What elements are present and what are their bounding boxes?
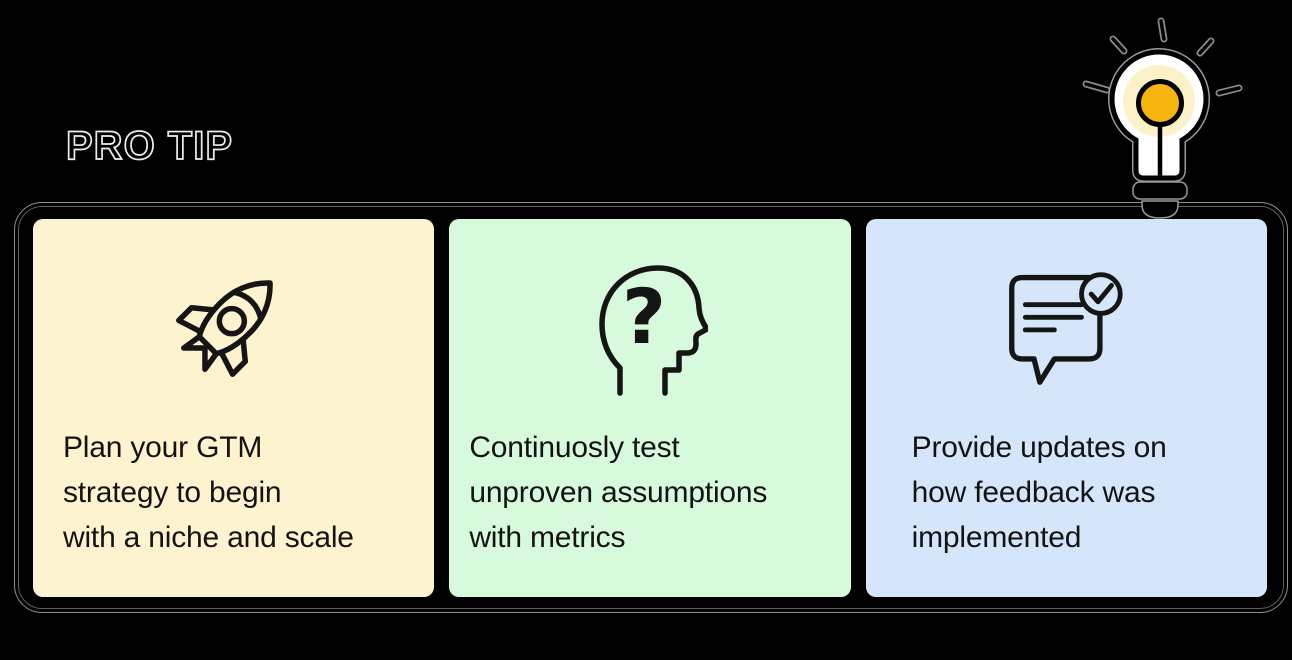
- card-text: Provide updates on how feedback was impl…: [866, 425, 1267, 560]
- text-line: Provide updates on: [911, 431, 1167, 464]
- card-gtm-strategy: Plan your GTM strategy to begin with a n…: [33, 219, 435, 597]
- bulb-base-bar: [1132, 181, 1188, 200]
- tips-board: Plan your GTM strategy to begin with a n…: [14, 202, 1288, 613]
- card-icon-area: [866, 219, 1267, 417]
- card-test-assumptions: ? Continuosly test unproven assumptions …: [449, 219, 851, 597]
- check-circle: [1079, 272, 1123, 316]
- bulb-base-dome: [1141, 200, 1179, 219]
- card-icon-area: [33, 219, 434, 417]
- card-provide-updates: Provide updates on how feedback was impl…: [865, 219, 1267, 597]
- card-text: Continuosly test unproven assumptions wi…: [449, 425, 850, 560]
- question-mark-glyph: ?: [622, 272, 666, 361]
- checkmark: [1089, 282, 1115, 305]
- chat-check-icon: [1009, 272, 1123, 385]
- head-question-icon: ?: [599, 265, 708, 396]
- text-line: Plan your GTM: [63, 431, 263, 464]
- text-line: how feedback was: [911, 476, 1156, 509]
- text-line: strategy to begin: [63, 476, 282, 509]
- text-line: with metrics: [469, 521, 626, 554]
- page-title: PRO TIP: [65, 123, 234, 169]
- rocket-icon: [175, 280, 273, 377]
- text-line: unproven assumptions: [469, 476, 768, 509]
- tips-cards-row: Plan your GTM strategy to begin with a n…: [33, 219, 1267, 597]
- lightbulb-rays: [1084, 19, 1241, 95]
- bulb-core: [1136, 79, 1184, 127]
- card-text: Plan your GTM strategy to begin with a n…: [33, 425, 434, 560]
- card-icon-area: ?: [449, 219, 850, 417]
- text-line: Continuosly test: [469, 431, 680, 464]
- text-line: implemented: [911, 521, 1082, 554]
- lightbulb-icon: [1076, 4, 1246, 225]
- text-line: with a niche and scale: [63, 521, 354, 554]
